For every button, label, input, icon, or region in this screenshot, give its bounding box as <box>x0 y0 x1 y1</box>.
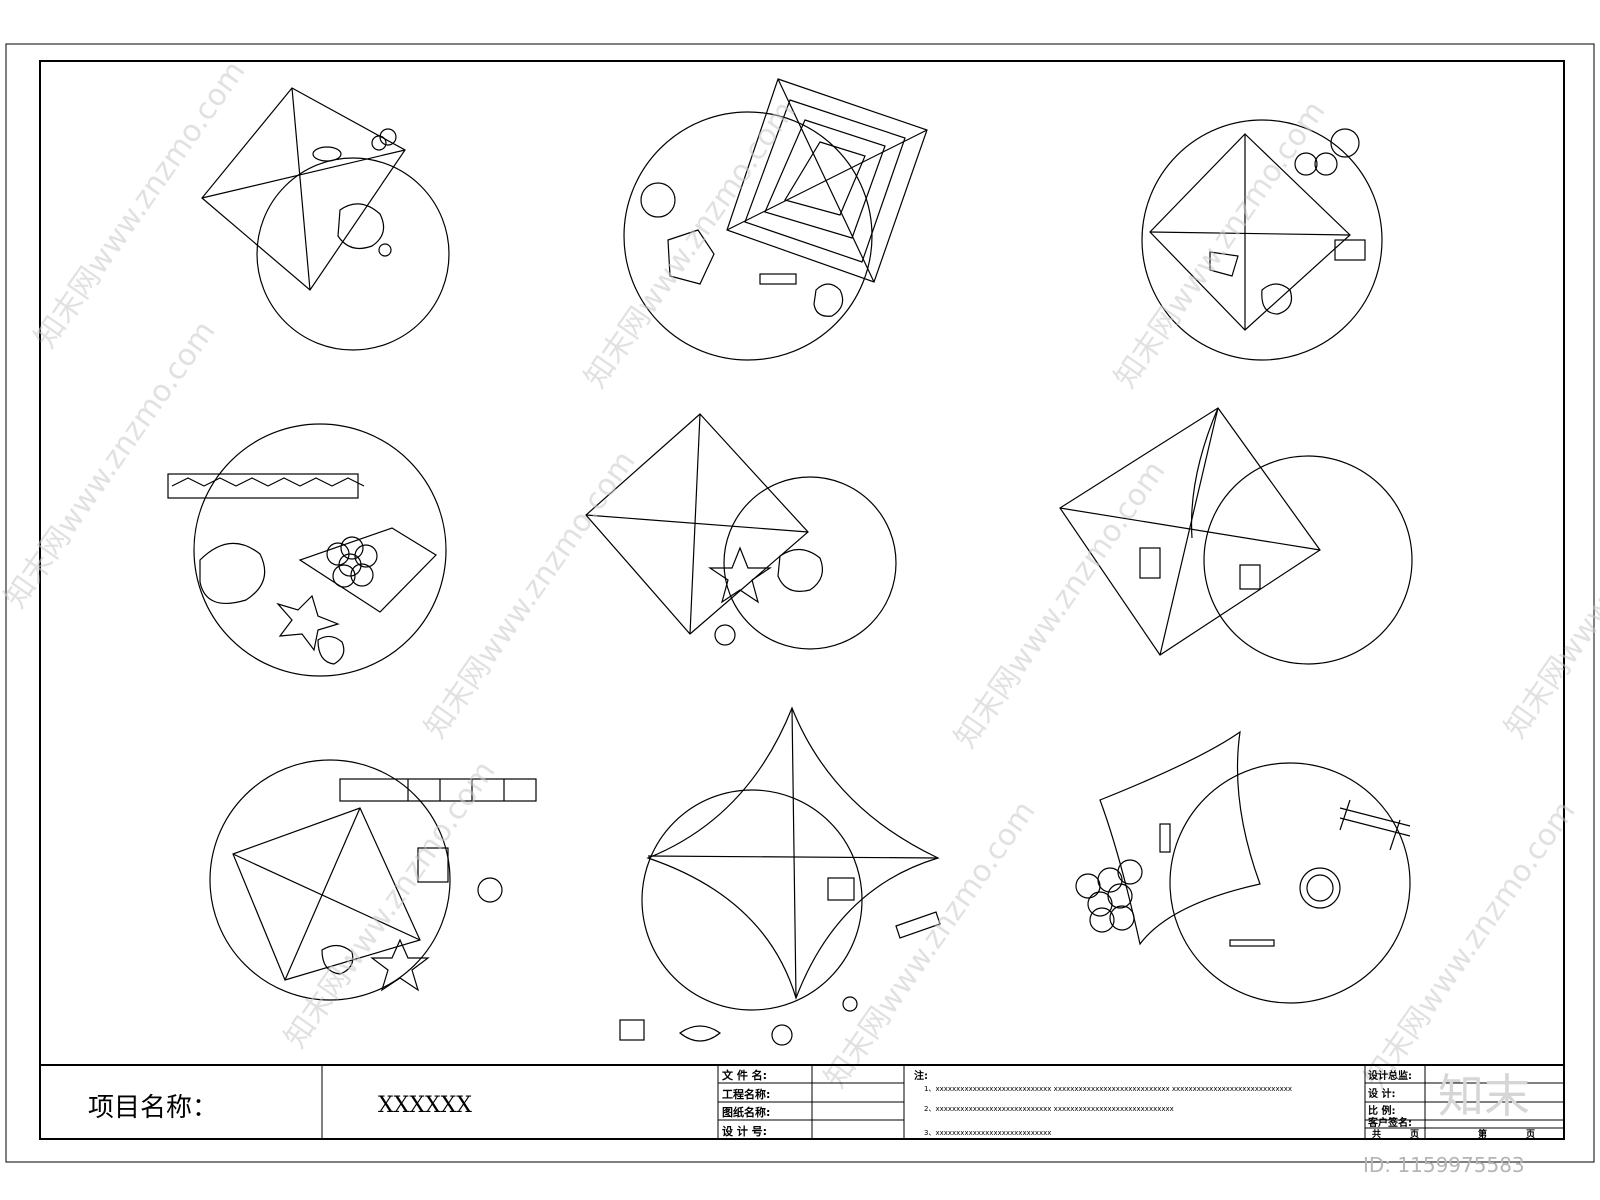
scale-label: 比 例: <box>1368 1104 1395 1117</box>
watermark-text: 知末网www.znzmo.com <box>278 755 503 1055</box>
design-no-label: 设 计 号: <box>722 1124 767 1138</box>
watermark-text: 知末网www.znzmo.com <box>948 455 1173 755</box>
watermark-text: 知末网www.znzmo.com <box>818 795 1043 1095</box>
watermark-layer: 知末网www.znzmo.com 知末网www.znzmo.com 知末网www… <box>0 55 1600 1095</box>
watermark-text: 知末网www.znzmo.com <box>1498 445 1600 745</box>
sheet-label: 第 <box>1478 1128 1487 1140</box>
kite-plan-7 <box>209 759 537 1001</box>
note-line-3: 3、xxxxxxxxxxxxxxxxxxxxxxxxxxxx <box>924 1129 1051 1137</box>
drawing-name-label: 图纸名称: <box>722 1105 770 1119</box>
project-name-value: XXXXXX <box>378 1093 472 1118</box>
inner-frame <box>39 60 1565 1140</box>
kite-plan-6 <box>1059 407 1413 665</box>
watermark-text: 知末网www.znzmo.com <box>28 55 253 355</box>
designer-label: 设 计: <box>1368 1087 1395 1100</box>
kite-plan-3 <box>1141 119 1383 361</box>
watermark-text: 知末网www.znzmo.com <box>1358 795 1583 1095</box>
engineering-name-label: 工程名称: <box>722 1087 770 1101</box>
total-label: 共 <box>1372 1128 1381 1140</box>
kite-plan-8 <box>619 706 941 1046</box>
image-id-text: ID: 1159975583 <box>1363 1153 1525 1177</box>
notes-label: 注: <box>914 1069 928 1082</box>
design-director-label: 设计总监: <box>1368 1069 1412 1082</box>
kite-plan-9 <box>1075 730 1411 1004</box>
outer-frame <box>5 43 1595 1163</box>
kite-plan-4 <box>167 423 447 677</box>
client-signature-label: 客户签名: <box>1367 1116 1412 1129</box>
title-block <box>40 1064 1564 1139</box>
kite-plan-2 <box>623 78 928 361</box>
note-line-1: 1、xxxxxxxxxxxxxxxxxxxxxxxxxxxx xxxxxxxxx… <box>924 1085 1292 1093</box>
sheet-page-label: 页 <box>1526 1129 1535 1140</box>
watermark-text: 知末网www.znzmo.com <box>418 445 643 745</box>
logo-watermark: 知末 <box>1438 1069 1530 1123</box>
project-name-label: 项目名称： <box>88 1093 218 1123</box>
file-name-label: 文 件 名: <box>722 1068 767 1082</box>
kite-plan-1 <box>201 87 450 351</box>
total-page-label: 页 <box>1410 1129 1419 1140</box>
kite-plan-5 <box>585 413 897 650</box>
note-line-2: 2、xxxxxxxxxxxxxxxxxxxxxxxxxxxx xxxxxxxxx… <box>924 1105 1174 1113</box>
watermark-text: 知末网www.znzmo.com <box>0 315 222 615</box>
